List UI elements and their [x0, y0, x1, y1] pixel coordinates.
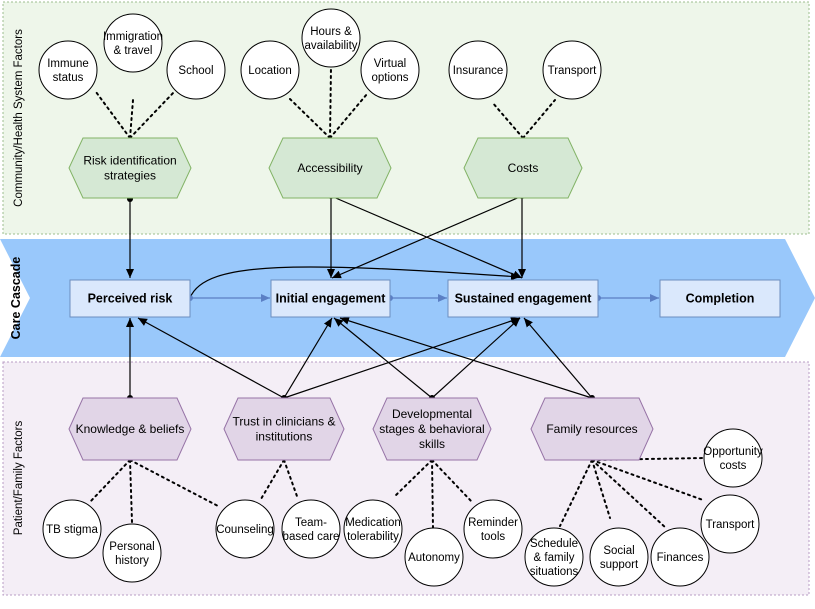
hexagon-trust: Trust in clinicians &institutions	[223, 397, 345, 461]
label-line: strategies	[104, 169, 156, 183]
label-line: School	[178, 65, 213, 77]
care-cascade-label: Care Cascade	[9, 257, 23, 340]
label-line: Insurance	[453, 65, 504, 77]
label-line: support	[600, 559, 639, 571]
circle-immune-status: Immune status	[38, 40, 98, 100]
label-line: Costs	[508, 161, 539, 175]
patient-factor-hexagons: Knowledge & beliefs Trust in clinicians &…	[68, 397, 654, 461]
circle-location: Location	[240, 40, 300, 100]
label-line: tools	[481, 531, 506, 543]
label-line: Finances	[657, 552, 704, 564]
label-line: Transport	[548, 65, 598, 77]
label-line: Reminder	[468, 517, 518, 529]
label-line: Knowledge & beliefs	[76, 422, 185, 436]
label-line: Accessibility	[297, 161, 362, 175]
circle-personal-history: Personal history	[102, 523, 162, 583]
patient-band-label: Patient/Family Factors	[13, 421, 25, 536]
cascade-box-perceived-risk: Perceived risk	[69, 279, 191, 318]
label-line: Hours &	[310, 26, 352, 38]
label-line: Transport	[706, 519, 756, 531]
circle-virtual-options: Virtual options	[360, 40, 420, 100]
label-line: costs	[720, 460, 747, 472]
cascade-boxes: Perceived risk Initial engagement Sustai…	[69, 279, 781, 318]
label-line: Location	[248, 65, 291, 77]
hexagon-accessibility: Accessibility	[268, 137, 392, 199]
circle-opportunity-costs: Opportunity costs	[703, 428, 763, 488]
cascade-box-completion: Completion	[659, 279, 781, 318]
label-line: Schedule	[530, 538, 578, 550]
circle-finances: Finances	[650, 527, 710, 587]
circle-social-support: Social support	[589, 527, 649, 587]
label-line: based care	[283, 531, 340, 543]
label-line: Immune	[47, 58, 89, 70]
bottom-dotted-connectors	[89, 457, 705, 529]
causal-arrows	[126, 193, 595, 401]
circle-tb-stigma: TB stigma	[42, 499, 102, 559]
label-line: Immigration	[103, 31, 163, 43]
circle-medication-tolerability: Medication tolerability	[343, 499, 403, 559]
circle-hours-availability: Hours & availability	[301, 8, 361, 68]
label-line: & family	[534, 552, 575, 564]
label-line: history	[115, 555, 149, 567]
label-line: stages & behavioral	[379, 422, 484, 436]
label-line: skills	[419, 437, 445, 451]
label-line: Social	[603, 545, 634, 557]
cascade-label: Sustained engagement	[455, 292, 593, 306]
circle-transport-top: Transport	[542, 40, 602, 100]
label-line: availability	[304, 40, 357, 52]
circle-autonomy: Autonomy	[404, 527, 464, 587]
community-band-label: Community/Health System Factors	[13, 29, 25, 207]
label-line: TB stigma	[46, 524, 98, 536]
label-line: options	[371, 72, 408, 84]
label-line: Autonomy	[408, 552, 460, 564]
label-line: Trust in clinicians &	[233, 415, 336, 429]
hexagon-family-resources: Family resources	[530, 397, 654, 461]
label-line: institutions	[256, 430, 313, 444]
circle-insurance: Insurance	[448, 40, 508, 100]
label-line: Opportunity	[703, 446, 763, 458]
label-line: Team-	[295, 517, 327, 529]
label-line: Developmental	[392, 407, 472, 421]
cascade-label: Initial engagement	[276, 292, 387, 306]
label-line: tolerability	[347, 531, 399, 543]
cascade-box-sustained-engagement: Sustained engagement	[447, 279, 599, 318]
label-line: Medication	[345, 517, 401, 529]
top-dotted-connectors	[95, 66, 556, 139]
label-line: Family resources	[546, 422, 637, 436]
hexagon-knowledge-beliefs: Knowledge & beliefs	[68, 397, 192, 461]
circle-counseling: Counseling	[215, 499, 275, 559]
circle-immigration-travel: Immigration & travel	[103, 13, 163, 73]
label-line: situations	[530, 566, 579, 578]
circle-school: School	[166, 40, 226, 100]
label-line: & travel	[114, 45, 153, 57]
circle-reminder-tools: Reminder tools	[463, 499, 523, 559]
label-line: Personal	[109, 541, 154, 553]
cascade-label: Perceived risk	[88, 292, 173, 306]
label-line: Counseling	[216, 524, 274, 536]
hexagon-costs: Costs	[463, 137, 583, 199]
label-line: Risk identification	[83, 154, 176, 168]
cascade-box-initial-engagement: Initial engagement	[270, 279, 391, 318]
cascade-label: Completion	[686, 292, 755, 306]
circle-team-based-care: Team-based care	[281, 499, 341, 559]
label-line: status	[53, 72, 84, 84]
circle-transport-bottom: Transport	[700, 494, 760, 554]
circle-schedule-family: Schedule & family situations	[524, 527, 584, 587]
label-line: Virtual	[374, 58, 406, 70]
